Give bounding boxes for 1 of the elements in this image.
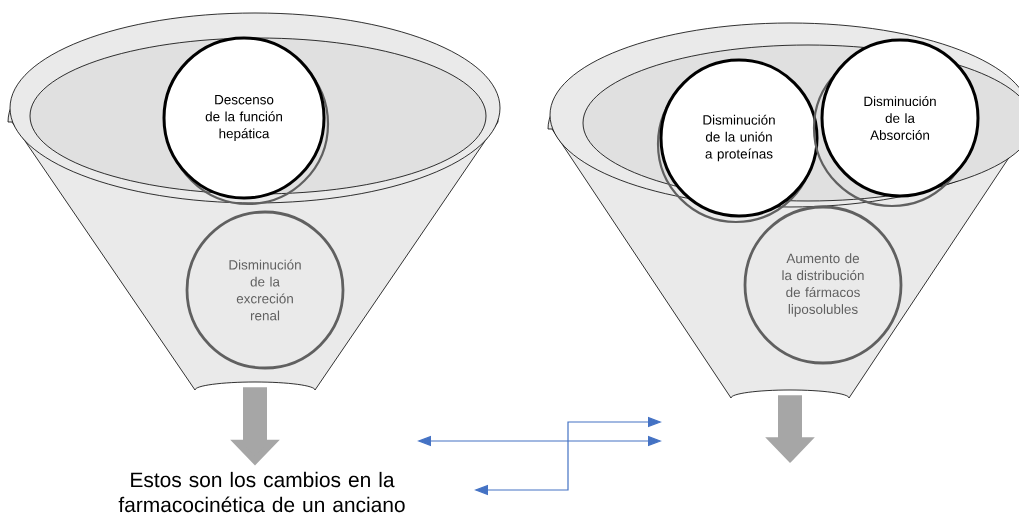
caption-text: Estos son los cambios en la farmacocinética de un anciano [118, 471, 405, 513]
